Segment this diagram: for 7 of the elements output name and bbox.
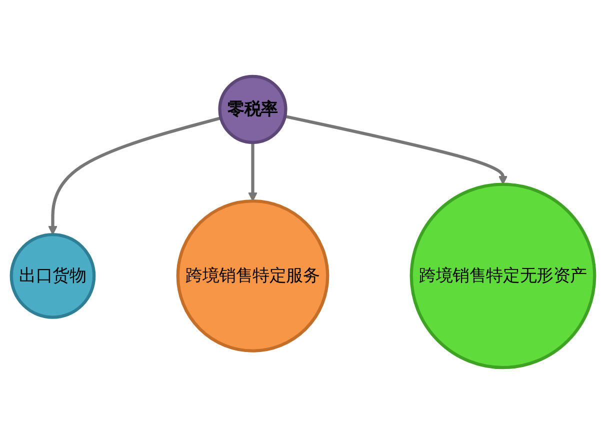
arrow: [48, 116, 222, 235]
node-circle: 出口货物: [10, 233, 96, 319]
node-circle: 跨境销售特定服务: [176, 200, 330, 352]
node-circle: 跨境销售特定无形资产: [410, 182, 596, 370]
arrow: [284, 114, 508, 185]
arrow: [248, 142, 258, 202]
node-circle: 零税率: [218, 74, 288, 144]
